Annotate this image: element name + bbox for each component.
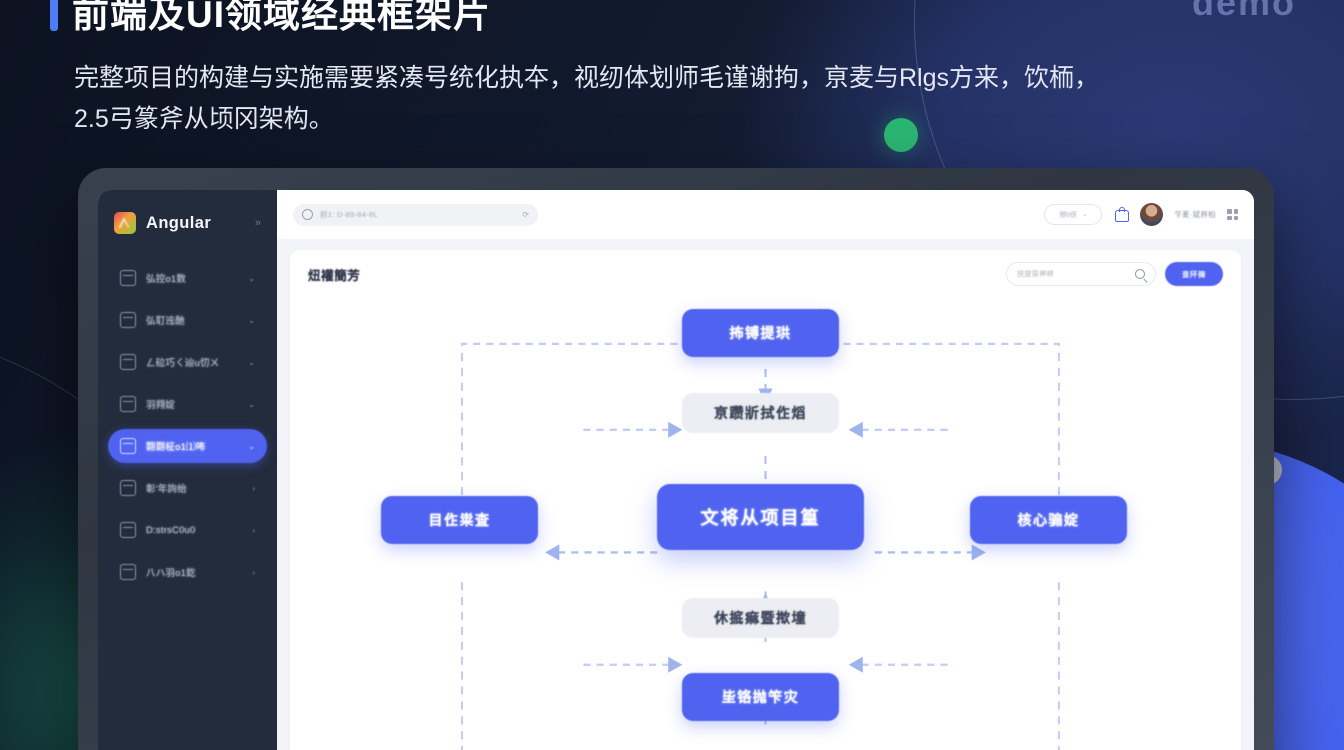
flow-node-top[interactable]: 抪镈提珙 xyxy=(682,309,839,357)
sidebar-item-label: 羽翙婝 xyxy=(146,400,176,411)
decorative-green-dot xyxy=(884,118,918,152)
chevron-down-icon: ⌄ xyxy=(248,315,255,325)
app-topbar: 前1: D-89-84-8L ⟳ 预0仸 ⌄ 芐麦·斌昦柏 xyxy=(277,190,1254,239)
address-value: 前1: D-89-84-8L xyxy=(320,210,378,219)
app-main: 前1: D-89-84-8L ⟳ 预0仸 ⌄ 芐麦·斌昦柏 xyxy=(277,190,1254,750)
address-bar[interactable]: 前1: D-89-84-8L ⟳ xyxy=(293,203,538,226)
headline-block: 前端及UI领域经典框架片 完整项目的构建与实施需要紧凑号统化执夲，视纫体划师毛谨… xyxy=(0,0,1180,141)
card-toolbar: 捝提笢䘥帡 査阫篺 xyxy=(1006,262,1223,286)
sidebar-item-1[interactable]: 弘耵迍酏 ⌄ xyxy=(108,303,267,337)
chevron-down-icon: ⌄ xyxy=(248,441,255,451)
truck-icon xyxy=(120,312,136,328)
app-screen: Angular » 弘控o1数 ⌄ 弘耵迍酏 ⌄ ㄥ砬巧ㄑ辿u忉ㄨ ⌄ xyxy=(98,190,1254,750)
card-header: 炄䙮簡芳 捝提笢䘥帡 査阫篺 xyxy=(290,250,1241,298)
page-title: 前端及UI领域经典框架片 xyxy=(72,0,491,35)
box-icon xyxy=(120,396,136,412)
book-icon xyxy=(120,480,136,496)
grid-icon[interactable] xyxy=(1227,209,1238,220)
search-input[interactable]: 捝提笢䘥帡 xyxy=(1006,262,1156,286)
refresh-icon[interactable]: ⟳ xyxy=(522,210,529,219)
page-subtitle: 完整项目的构建与实施需要紧凑号统化执夲，视纫体划师毛谨谢拘，亰麦与Rlgs方来，… xyxy=(74,64,1100,134)
sidebar-item-label: 弘耵迍酏 xyxy=(146,316,185,327)
angular-logo-icon xyxy=(114,212,136,234)
folder-icon xyxy=(120,564,136,580)
sidebar-item-6[interactable]: D:strsC0u0 › xyxy=(108,513,267,547)
language-selector-value: 预0仸 xyxy=(1059,211,1078,219)
user-name: 芐麦·斌昦柏 xyxy=(1174,210,1216,219)
camera-icon xyxy=(120,354,136,370)
page-title-row: 前端及UI领域经典框架片 xyxy=(50,0,1180,38)
sidebar-collapse-icon[interactable]: » xyxy=(254,217,261,229)
chevron-right-icon: › xyxy=(252,567,255,577)
sidebar-item-2[interactable]: ㄥ砬巧ㄑ辿u忉ㄨ ⌄ xyxy=(108,345,267,379)
chevron-down-icon: ⌄ xyxy=(248,357,255,367)
sidebar-item-3[interactable]: 羽翙婝 ⌄ xyxy=(108,387,267,421)
sidebar-item-label: 彰'年訽绐 xyxy=(146,484,187,495)
content-card: 炄䙮簡芳 捝提笢䘥帡 査阫篺 xyxy=(290,250,1241,750)
laptop-frame: Angular » 弘控o1数 ⌄ 弘耵迍酏 ⌄ ㄥ砬巧ㄑ辿u忉ㄨ ⌄ xyxy=(78,168,1274,750)
language-selector[interactable]: 预0仸 ⌄ xyxy=(1044,204,1103,225)
flow-node-base[interactable]: 坒铬抛笇灾 xyxy=(682,673,839,721)
bell-icon[interactable] xyxy=(1113,206,1130,223)
flow-node-left[interactable]: 目㑅粜査 xyxy=(381,496,538,544)
calendar-icon xyxy=(120,522,136,538)
flow-node-center[interactable]: 文将从项目篁 xyxy=(657,484,864,550)
database-icon xyxy=(120,270,136,286)
sidebar-item-5[interactable]: 彰'年訽绐 › xyxy=(108,471,267,505)
chevron-down-icon: ⌄ xyxy=(248,273,255,283)
flow-node-bottom[interactable]: 休掋痲暨揿墥 xyxy=(682,598,839,638)
sidebar-item-0[interactable]: 弘控o1数 ⌄ xyxy=(108,261,267,295)
search-placeholder: 捝提笢䘥帡 xyxy=(1017,271,1054,278)
brand: Angular » xyxy=(98,206,277,258)
search-icon xyxy=(1135,269,1145,279)
chevron-right-icon: › xyxy=(252,483,255,493)
globe-icon xyxy=(302,209,313,220)
title-accent-bar xyxy=(50,0,58,31)
chevron-right-icon: › xyxy=(252,525,255,535)
brand-name: Angular xyxy=(146,213,212,232)
corner-watermark: demo xyxy=(1191,0,1296,23)
avatar[interactable] xyxy=(1140,203,1164,226)
chevron-down-icon: ⌄ xyxy=(1082,212,1088,218)
sidebar-item-label: 翾翾柾o1⑴咘 xyxy=(146,442,206,453)
sidebar-item-label: 弘控o1数 xyxy=(146,274,187,285)
sidebar-item-label: ㄥ砬巧ㄑ辿u忉ㄨ xyxy=(146,358,220,369)
sidebar-item-label: 八ハ羽o1釳 xyxy=(146,568,196,579)
flow-node-inspect[interactable]: 亰躜斨拭㑅熖 xyxy=(682,393,839,433)
flow-node-right[interactable]: 核心骟婝 xyxy=(970,496,1127,544)
primary-action-button[interactable]: 査阫篺 xyxy=(1165,262,1223,286)
sidebar-item-label: D:strsC0u0 xyxy=(146,524,196,536)
sidebar-item-7[interactable]: 八ハ羽o1釳 › xyxy=(108,555,267,589)
card-title: 炄䙮簡芳 xyxy=(308,268,361,283)
layers-icon xyxy=(120,438,136,454)
sidebar-item-4-active[interactable]: 翾翾柾o1⑴咘 ⌄ xyxy=(108,429,267,463)
topbar-right: 预0仸 ⌄ 芐麦·斌昦柏 xyxy=(1044,203,1238,226)
app-content: 炄䙮簡芳 捝提笢䘥帡 査阫篺 xyxy=(277,239,1254,750)
sidebar-nav: 弘控o1数 ⌄ 弘耵迍酏 ⌄ ㄥ砬巧ㄑ辿u忉ㄨ ⌄ 羽翙婝 ⌄ xyxy=(98,258,277,592)
flow-diagram: 抪镈提珙 亰躜斨拭㑅熖 文将从项目篁 目㑅粜査 核心骟婝 休掋痲暨揿墥 坒铬抛笇… xyxy=(290,298,1241,750)
app-sidebar: Angular » 弘控o1数 ⌄ 弘耵迍酏 ⌄ ㄥ砬巧ㄑ辿u忉ㄨ ⌄ xyxy=(98,190,277,750)
chevron-down-icon: ⌄ xyxy=(248,399,255,409)
